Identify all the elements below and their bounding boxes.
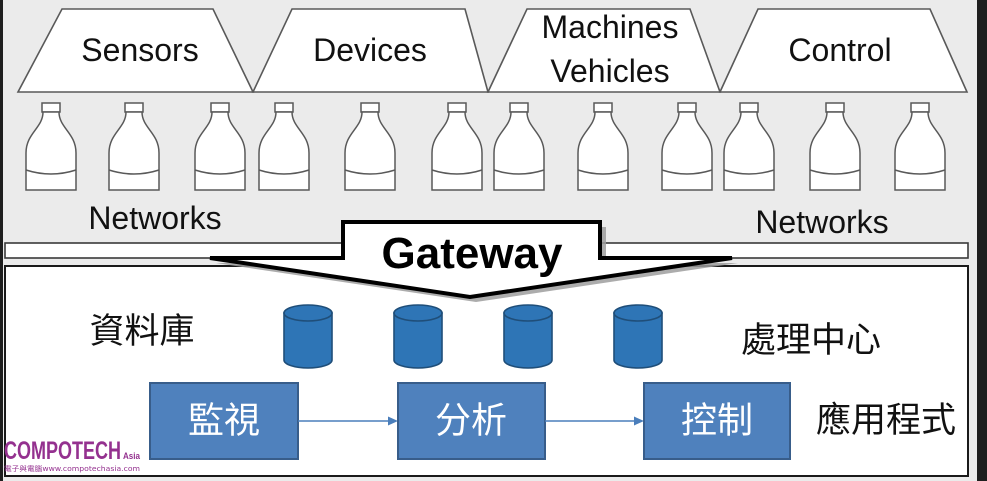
flow-arrow-analyze-to-control bbox=[545, 416, 644, 426]
arrow-head bbox=[388, 416, 398, 426]
network-label-right: Networks bbox=[755, 204, 888, 240]
database-icon bbox=[393, 304, 443, 369]
pipeline-step-box bbox=[643, 382, 791, 460]
database-icon bbox=[503, 304, 553, 369]
category-machines-label: Machines bbox=[542, 9, 679, 45]
compotech-watermark: COMPOTECH Asia 電子與電腦www.compotechasia.co… bbox=[4, 437, 141, 473]
category-machines-vehicles: Machines Vehicles bbox=[486, 8, 722, 93]
gateway-label: Gateway bbox=[382, 229, 564, 278]
arrow-head bbox=[634, 416, 644, 426]
pipeline-step-box bbox=[149, 382, 299, 460]
database-icon bbox=[613, 304, 663, 369]
watermark-brand: COMPOTECH bbox=[4, 437, 121, 465]
pipeline-step-control: 控制 bbox=[643, 382, 791, 460]
watermark-tagline: 電子與電腦www.compotechasia.com bbox=[4, 464, 140, 473]
application-label: 應用程式 bbox=[816, 401, 956, 441]
watermark-brand-suffix: Asia bbox=[123, 451, 141, 461]
flow-arrow-monitor-to-analyze bbox=[298, 416, 398, 426]
category-control: Control bbox=[718, 8, 969, 93]
category-vehicles-label: Vehicles bbox=[550, 53, 669, 89]
pipeline-step-box bbox=[397, 382, 546, 460]
database-label: 資料庫 bbox=[89, 312, 194, 352]
category-control-shape bbox=[718, 8, 969, 93]
pipeline-step-label: 控制 bbox=[681, 401, 753, 442]
pipeline-step-monitor: 監視 bbox=[149, 382, 299, 460]
category-sensors-label: Sensors bbox=[81, 32, 198, 68]
pipeline-step-analyze: 分析 bbox=[397, 382, 546, 460]
category-control-label: Control bbox=[788, 32, 891, 68]
processing-center-label: 處理中心 bbox=[741, 321, 881, 361]
database-icon bbox=[283, 304, 333, 369]
gateway-arrow: Gateway bbox=[209, 220, 738, 302]
gateway-arrow-shape bbox=[209, 220, 733, 300]
pipeline-step-label: 監視 bbox=[188, 401, 260, 442]
pipeline-step-label: 分析 bbox=[435, 401, 507, 442]
network-label-left: Networks bbox=[88, 200, 221, 236]
category-devices-label: Devices bbox=[313, 32, 427, 68]
category-devices: Devices bbox=[251, 8, 490, 93]
